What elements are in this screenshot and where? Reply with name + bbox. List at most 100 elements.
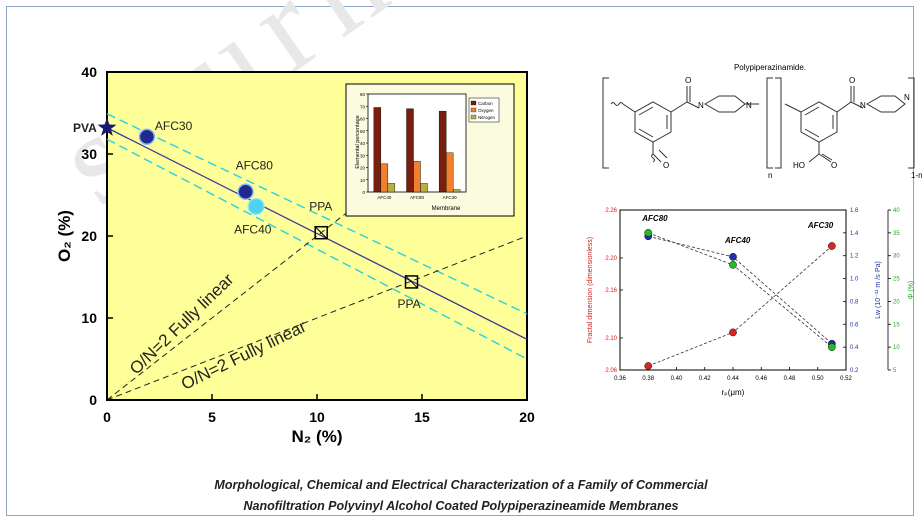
- right-x-tick-label: 0.40: [671, 376, 683, 382]
- right-series-point-2: [729, 261, 737, 269]
- main-x-tick-label: 10: [309, 409, 325, 425]
- atom-o-4: O: [831, 161, 837, 170]
- right-left-tick-label: 2.10: [605, 336, 617, 342]
- structure-title: Polypiperazinamide.: [734, 63, 806, 72]
- right-axis1-tick-label: 0.4: [850, 345, 859, 351]
- point-label-afc40: AFC40: [234, 222, 272, 236]
- inset-bar-oxygen: [380, 163, 389, 193]
- right-axis2-tick-label: 40: [893, 208, 900, 214]
- right-axis2-tick-label: 15: [893, 322, 900, 328]
- marker-afc80: [237, 183, 254, 200]
- right-left-tick-label: 2.16: [605, 288, 617, 294]
- right-x-tick-label: 0.38: [642, 376, 654, 382]
- right-left-tick-label: 2.20: [605, 256, 617, 262]
- atom-o-2: O: [663, 161, 669, 170]
- inset-bar-carbon: [438, 110, 447, 193]
- inset-y-tick-label: 10: [360, 178, 366, 183]
- inset-y-axis-label: Elemental percentage: [355, 115, 361, 169]
- point-label-ppa: PPA: [398, 297, 421, 311]
- atom-ho: HO: [793, 161, 805, 170]
- inset-legend-label: Oxygen: [478, 108, 494, 113]
- main-line-2: [106, 138, 528, 360]
- right-axis1-label: Lw (10⁻¹¹ m /s·Pa): [875, 261, 882, 319]
- main-x-tick-label: 0: [103, 409, 111, 425]
- right-series-point-2: [828, 343, 836, 351]
- right-axis1-tick-label: 1.4: [850, 231, 859, 237]
- inset-y-tick-label: 50: [360, 129, 366, 134]
- main-x-tick-label: 5: [208, 409, 216, 425]
- inset-bar-oxygen: [413, 161, 421, 193]
- marker-ppa-cross: [314, 226, 328, 240]
- right-axis1-tick-label: 0.2: [850, 368, 859, 374]
- main-y-tick-label: 30: [81, 146, 97, 162]
- marker-pva: [97, 117, 117, 136]
- right-axis2-label: Φ (%): [908, 281, 915, 299]
- main-x-axis-label: N₂ (%): [292, 427, 343, 446]
- right-x-tick-label: 0.36: [614, 376, 626, 382]
- right-axis2-tick-label: 35: [893, 231, 900, 237]
- marker-ppa-cross: [405, 275, 418, 289]
- right-plot-frame: [619, 209, 847, 371]
- point-label-ppa: PPA: [309, 200, 332, 214]
- right-point-label: AFC40: [724, 236, 751, 245]
- subscript-1-n: 1-n: [911, 171, 922, 180]
- atom-o-3: O: [849, 76, 855, 85]
- inset-legend-label: Carbon: [478, 101, 493, 106]
- main-y-axis-label: O₂ (%): [55, 210, 74, 262]
- right-series-point-0: [729, 328, 737, 337]
- right-point-label: AFC80: [641, 214, 668, 223]
- atom-n-2: N: [746, 101, 752, 110]
- atom-n-3: N: [860, 101, 866, 110]
- right-left-tick-label: 2.06: [605, 368, 617, 374]
- right-series-point-1: [729, 253, 737, 261]
- marker-ppa: [314, 225, 328, 240]
- subscript-n: n: [768, 171, 772, 180]
- right-left-axis-label: Fractal dimension (dimensionless): [587, 237, 594, 343]
- point-label-afc80: AFC80: [236, 159, 274, 173]
- right-x-tick-label: 0.42: [699, 376, 711, 382]
- main-line-3: [106, 192, 372, 401]
- inset-bar-nitrogen: [452, 189, 461, 193]
- inset-y-tick-label: 80: [360, 92, 366, 97]
- inset-x-axis-label: Membrane: [432, 206, 461, 212]
- main-y-tick-label: 10: [81, 310, 97, 326]
- atom-n-4: N: [904, 93, 910, 102]
- right-axis1-tick-label: 0.6: [850, 322, 859, 328]
- inset-y-tick-label: 30: [360, 153, 366, 158]
- main-line-4: [106, 235, 528, 401]
- right-series-point-0: [644, 362, 653, 370]
- right-axis1-tick-label: 0.8: [850, 299, 859, 305]
- main-line-1: [106, 113, 528, 315]
- inset-legend-swatch: [470, 107, 477, 113]
- marker-afc40: [247, 197, 265, 216]
- right-axis2-tick-label: 5: [893, 368, 897, 374]
- marker-afc30: [138, 128, 156, 146]
- inset-bar-oxygen: [445, 152, 454, 193]
- right-axis2-tick-label: 20: [893, 299, 900, 305]
- main-y-tick-label: 0: [89, 392, 97, 408]
- inset-legend-swatch: [470, 100, 477, 106]
- main-x-tick-label: 15: [414, 409, 430, 425]
- marker-ppa: [404, 275, 419, 289]
- inset-y-tick-label: 70: [360, 104, 366, 109]
- inset-legend-swatch: [470, 114, 477, 120]
- right-axis2-tick-label: 25: [893, 277, 900, 283]
- atom-o-1: O: [685, 76, 691, 85]
- inset-y-tick-label: 20: [360, 166, 366, 171]
- chemical-structure: Polypiperazinamide. O N N O O: [602, 63, 922, 180]
- point-label-pva: PVA: [73, 121, 97, 135]
- main-y-tick-label: 20: [81, 228, 97, 244]
- inset-category-label: AFC40: [377, 195, 392, 200]
- inset-bar-nitrogen: [420, 183, 428, 193]
- atom-n-1: N: [698, 101, 704, 110]
- inset-y-tick-label: 40: [360, 141, 366, 146]
- figure-frame: [6, 6, 914, 516]
- right-axis1-tick-label: 1.2: [850, 254, 859, 260]
- inset-category-label: AFC30: [443, 195, 458, 200]
- right-x-tick-label: 0.46: [755, 376, 767, 382]
- inset-category-label: AFC80: [410, 195, 425, 200]
- right-left-tick-label: 2.26: [605, 208, 617, 214]
